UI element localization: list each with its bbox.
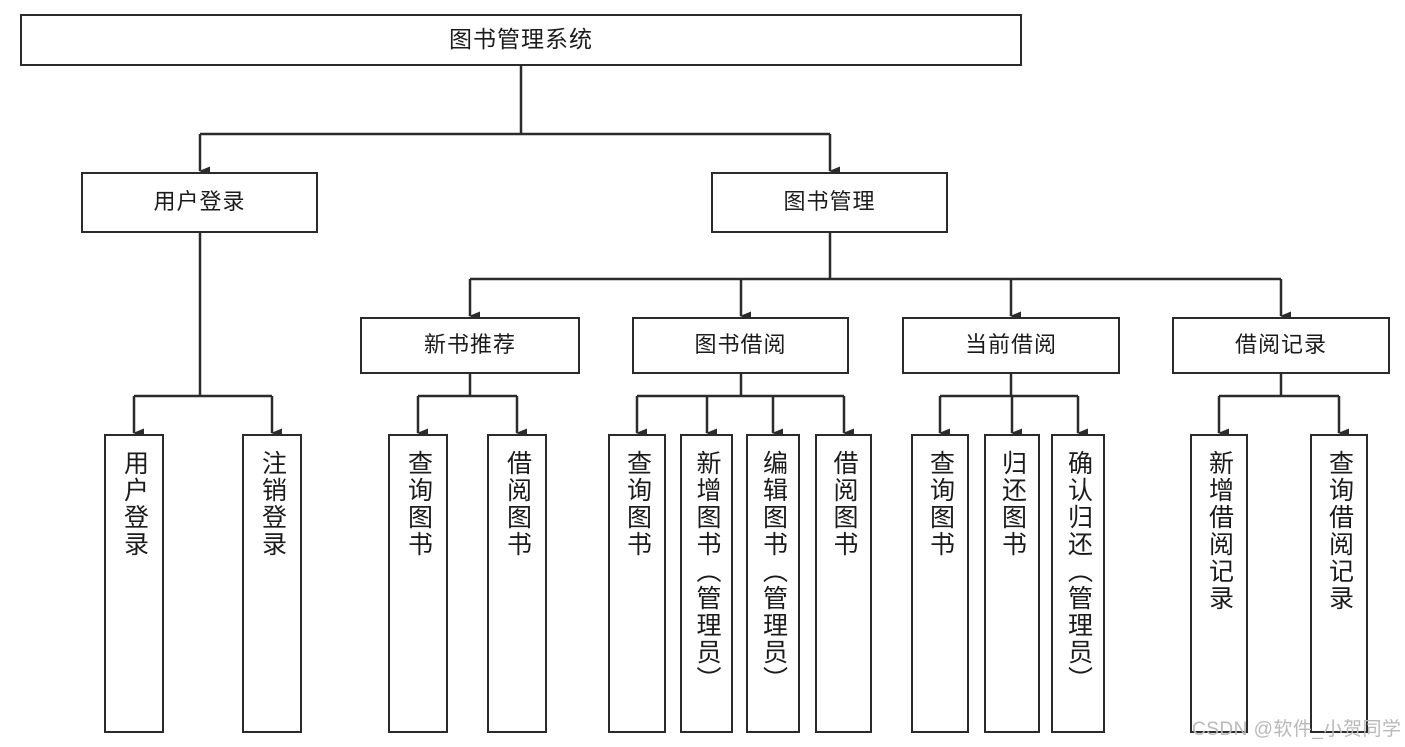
- node-l-add[interactable]: 新增图书（管理员）: [680, 434, 733, 733]
- node-label: 新增图书（管理员）: [693, 450, 721, 693]
- node-l-query2[interactable]: 查询图书: [608, 434, 666, 733]
- watermark: CSDN @软件_小贺同学: [1192, 719, 1402, 740]
- node-l-confirm[interactable]: 确认归还（管理员）: [1051, 434, 1105, 733]
- node-label: 图书管理: [783, 189, 876, 215]
- node-label: 编辑图书（管理员）: [759, 450, 788, 693]
- node-label: 图书管理系统: [449, 26, 593, 53]
- node-l-queryrec[interactable]: 查询借阅记录: [1310, 434, 1368, 733]
- node-l-edit[interactable]: 编辑图书（管理员）: [746, 434, 800, 733]
- edge-layer: [132, 66, 1349, 438]
- node-bookmgmt[interactable]: 图书管理: [711, 172, 948, 233]
- node-records[interactable]: 借阅记录: [1172, 317, 1390, 374]
- node-l-query3[interactable]: 查询图书: [911, 434, 969, 733]
- node-current[interactable]: 当前借阅: [902, 317, 1120, 374]
- node-label: 新书推荐: [423, 332, 516, 358]
- node-l-borrow2[interactable]: 借阅图书: [815, 434, 872, 733]
- node-l-login[interactable]: 用户登录: [104, 434, 164, 733]
- node-label: 归还图书: [998, 450, 1027, 558]
- node-l-addrec[interactable]: 新增借阅记录: [1190, 434, 1248, 733]
- node-l-logout[interactable]: 注销登录: [242, 434, 302, 733]
- node-label: 确认归还（管理员）: [1064, 450, 1093, 693]
- node-label: 借阅图书: [503, 450, 532, 558]
- node-label: 用户登录: [120, 450, 149, 558]
- node-label: 借阅图书: [830, 450, 858, 558]
- node-l-borrow1[interactable]: 借阅图书: [487, 434, 547, 733]
- node-l-return[interactable]: 归还图书: [984, 434, 1040, 733]
- node-label: 查询借阅记录: [1325, 450, 1354, 612]
- node-label: 注销登录: [258, 450, 287, 558]
- node-borrow[interactable]: 图书借阅: [632, 317, 849, 374]
- node-newbook[interactable]: 新书推荐: [360, 317, 580, 374]
- node-login[interactable]: 用户登录: [81, 172, 318, 233]
- node-label: 查询图书: [623, 450, 652, 558]
- node-root[interactable]: 图书管理系统: [20, 14, 1022, 66]
- node-label: 新增借阅记录: [1205, 450, 1234, 612]
- node-label: 借阅记录: [1234, 332, 1327, 358]
- node-label: 查询图书: [404, 450, 433, 558]
- node-label: 当前借阅: [964, 332, 1057, 358]
- node-l-query1[interactable]: 查询图书: [388, 434, 448, 733]
- node-label: 查询图书: [926, 450, 955, 558]
- node-label: 用户登录: [153, 189, 246, 215]
- node-label: 图书借阅: [694, 332, 787, 358]
